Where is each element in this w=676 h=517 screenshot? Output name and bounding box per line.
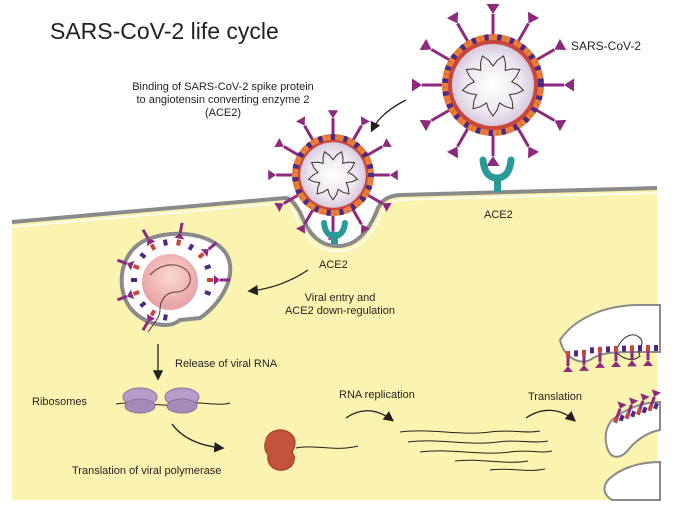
spike-protein xyxy=(543,78,574,92)
spike-protein xyxy=(268,169,293,181)
label-release-viral-rna: Release of viral RNA xyxy=(175,358,278,370)
page-title: SARS-CoV-2 life cycle xyxy=(50,18,279,44)
spike-protein xyxy=(486,4,500,35)
rna-strand xyxy=(399,430,541,434)
spike-protein xyxy=(200,241,218,257)
endosome xyxy=(116,222,233,333)
spike-protein xyxy=(296,116,315,142)
arrow-translation xyxy=(525,409,576,422)
spike-protein xyxy=(141,313,156,331)
label-viral-entry: Viral entry and ACE2 down-regulation xyxy=(270,292,410,318)
spike-protein xyxy=(296,208,315,234)
spike-protein xyxy=(419,38,451,62)
spike-protein xyxy=(627,351,637,367)
label-ace2-surface: ACE2 xyxy=(484,209,513,221)
spike-protein xyxy=(274,138,300,157)
label-binding-line: (ACE2) xyxy=(204,107,242,119)
spike-protein xyxy=(627,397,639,414)
label-translation: Translation xyxy=(528,391,583,403)
spike-protein xyxy=(649,389,662,406)
spike-protein xyxy=(174,222,185,240)
label-translation-polymerase: Translation of viral polymerase xyxy=(72,465,222,477)
spike-protein xyxy=(419,108,451,132)
spike-protein xyxy=(327,110,339,135)
spike-protein xyxy=(351,116,370,142)
rna-strand xyxy=(489,468,546,471)
spike-protein xyxy=(615,401,627,418)
arrow-binding xyxy=(370,99,407,133)
label-viral-entry-line: Viral entry and xyxy=(304,292,376,304)
sars-cov-2-virion xyxy=(412,4,574,166)
spike-protein xyxy=(274,193,300,212)
spike-protein xyxy=(595,352,605,368)
spike-protein xyxy=(486,135,500,166)
spike-protein xyxy=(446,11,470,43)
spike-protein xyxy=(535,38,567,62)
spike-protein xyxy=(535,108,567,132)
spike-protein xyxy=(141,229,156,247)
er-spike-row xyxy=(563,345,658,372)
spike-protein xyxy=(638,393,650,410)
spike-protein xyxy=(366,138,392,157)
spike-protein xyxy=(116,289,135,302)
spike-protein xyxy=(351,208,370,234)
ribosome xyxy=(164,387,200,414)
spike-protein xyxy=(643,351,653,367)
spike-protein xyxy=(611,351,621,367)
label-binding-line: to angiotensin converting enzyme 2 xyxy=(136,94,310,106)
viral-polymerase xyxy=(264,429,359,471)
label-viral-entry-line: ACE2 down-regulation xyxy=(284,305,396,317)
label-binding-line: Binding of SARS-CoV-2 spike protein xyxy=(132,81,314,93)
label-sars-cov-2: SARS-CoV-2 xyxy=(571,39,642,53)
spike-protein xyxy=(214,275,230,285)
viral-rna xyxy=(307,150,359,201)
spike-protein xyxy=(563,357,573,372)
arrow-rna-replication xyxy=(345,410,395,422)
virion-binding xyxy=(268,110,398,240)
rna-strand xyxy=(419,450,553,454)
spike-protein xyxy=(516,127,540,159)
rna-strand xyxy=(407,440,549,444)
ribosome xyxy=(122,387,158,414)
spike-protein xyxy=(516,11,540,43)
rna-strand xyxy=(454,459,529,463)
spike-protein xyxy=(446,127,470,159)
arrow-entry xyxy=(247,269,309,296)
arrow-polymerase xyxy=(171,423,225,453)
label-binding: Binding of SARS-CoV-2 spike protein to a… xyxy=(118,81,328,120)
plasma-membrane xyxy=(11,186,658,249)
label-rna-replication: RNA replication xyxy=(339,389,415,401)
viral-rna xyxy=(461,55,525,117)
label-ace2-invagination: ACE2 xyxy=(319,259,348,271)
spike-protein xyxy=(116,258,135,271)
spike-protein xyxy=(366,193,392,212)
ace2-receptor-invagination xyxy=(321,220,348,244)
spike-protein xyxy=(373,169,398,181)
ace2-receptor-surface xyxy=(479,156,515,192)
spike-protein xyxy=(412,78,443,92)
spike-protein xyxy=(579,355,589,371)
label-ribosomes: Ribosomes xyxy=(32,396,88,408)
endoplasmic-reticulum xyxy=(558,304,661,501)
er-spike-row xyxy=(613,389,662,424)
